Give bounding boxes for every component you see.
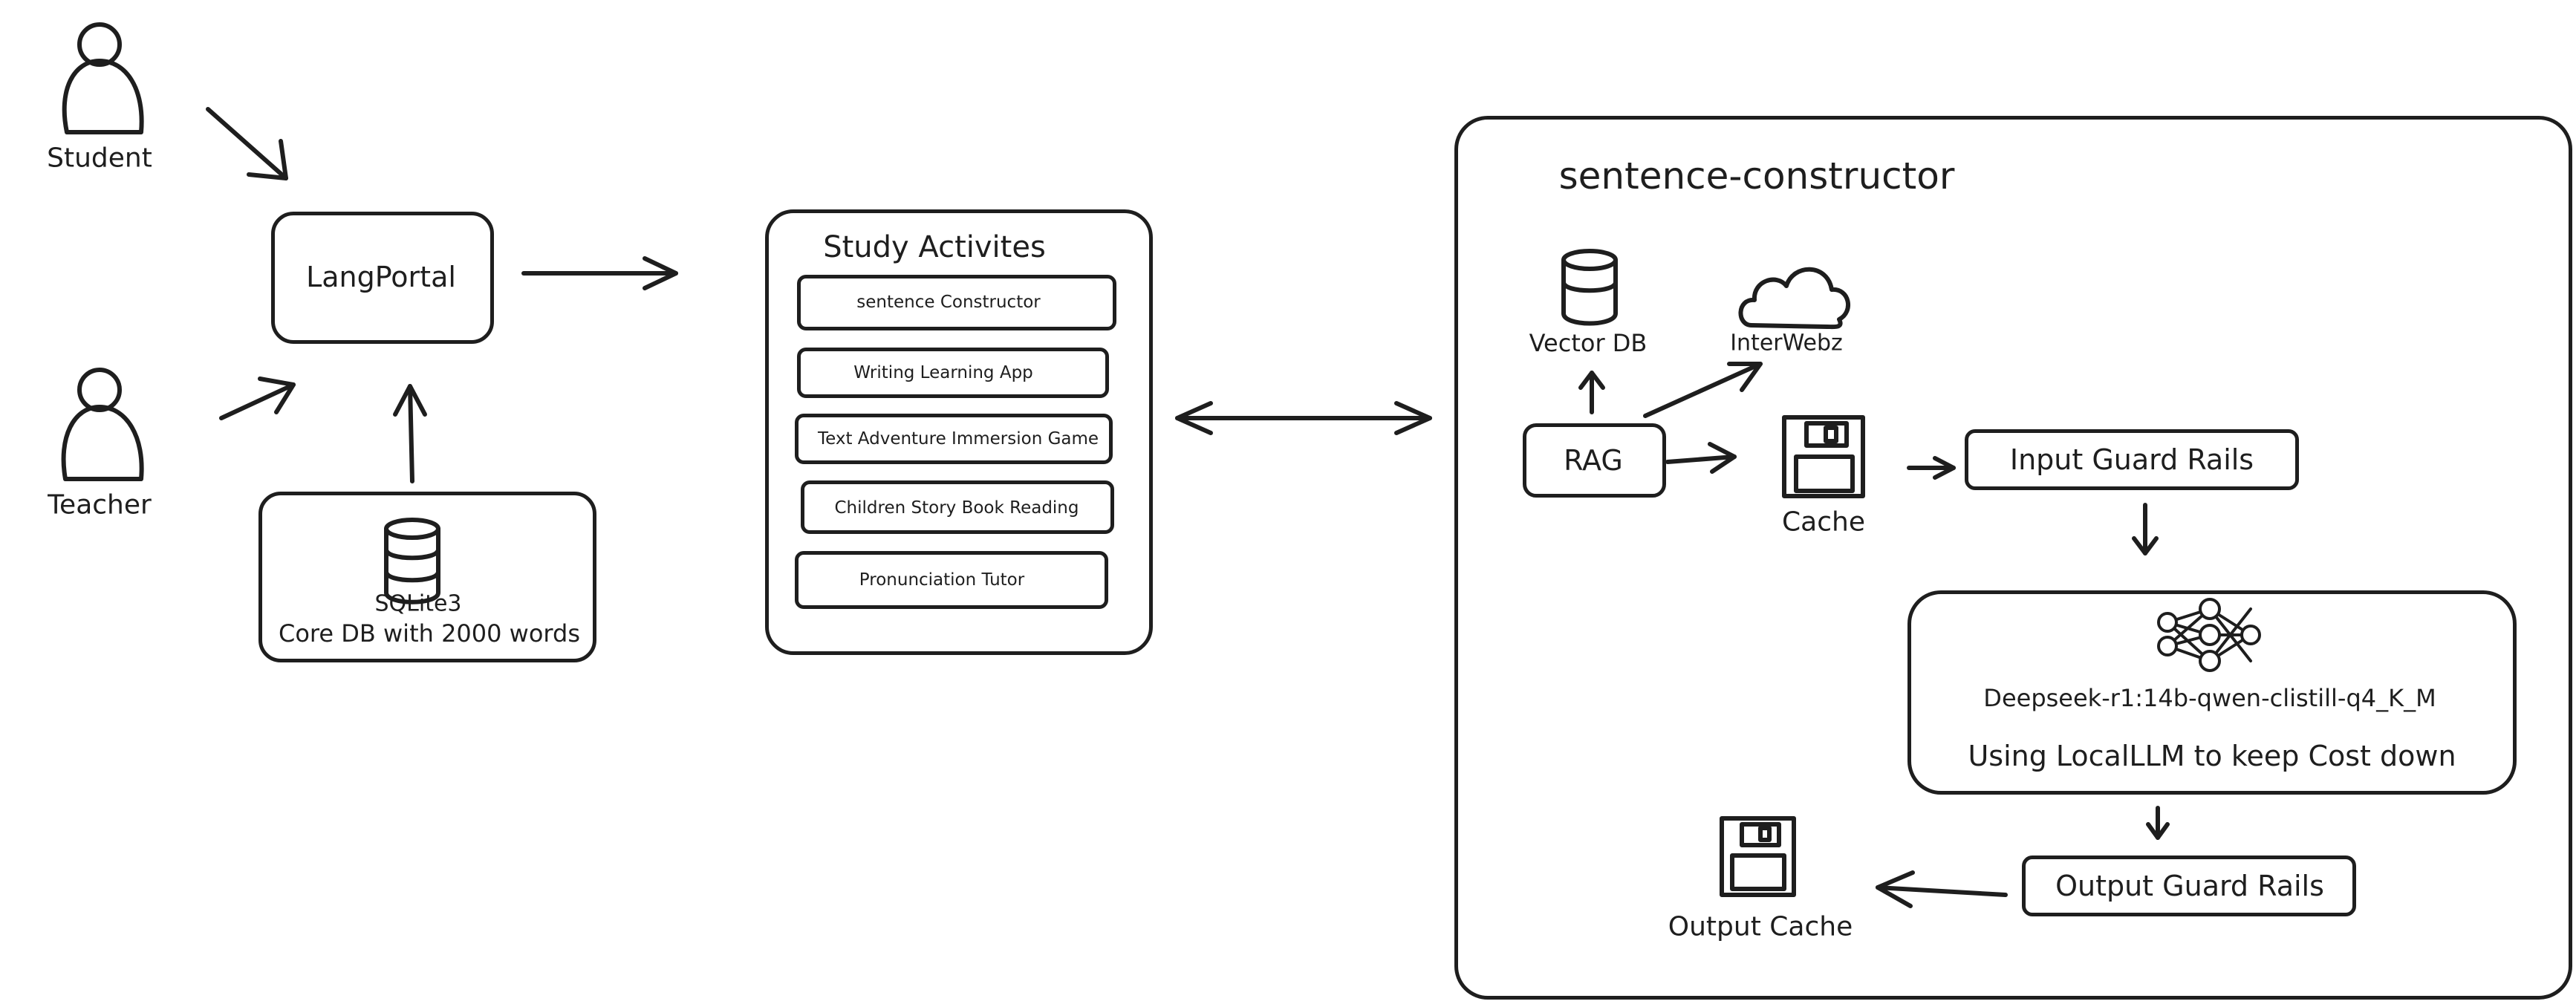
rag-box[interactable] (1523, 423, 1666, 498)
input-guard-rails-box[interactable] (1965, 429, 2299, 490)
student-actor-icon (62, 22, 144, 134)
rag-to-vectordb-arrow (1578, 371, 1605, 414)
activity-item-box[interactable] (795, 414, 1113, 464)
sentence-constructor-title: sentence-constructor (1558, 154, 1955, 198)
activity-item-box[interactable] (801, 480, 1114, 534)
student-label: Student (47, 143, 152, 174)
rag-to-cache-arrow (1665, 442, 1737, 474)
output-cache-label: Output Cache (1668, 911, 1853, 942)
activity-item-box[interactable] (795, 551, 1108, 609)
student-to-langportal-arrow (206, 107, 288, 180)
vector-db-icon (1561, 249, 1618, 326)
rag-label: RAG (1564, 444, 1623, 477)
output-guard-to-output-cache-arrow (1876, 870, 2008, 908)
activity-item-label: Writing Learning App (853, 363, 1033, 382)
sentence-constructor-container (1454, 116, 2572, 1000)
output-guard-label: Output Guard Rails (2055, 870, 2324, 902)
activity-item-label: Children Story Book Reading (834, 498, 1079, 518)
neural-network-icon (2157, 598, 2261, 672)
activity-item-box[interactable] (797, 275, 1116, 330)
vector-db-label: Vector DB (1529, 329, 1648, 357)
interwebz-label: InterWebz (1730, 330, 1843, 356)
activities-sentence-constructor-arrow (1175, 401, 1432, 435)
sqlite-label: SQLite3 (374, 590, 462, 617)
llm-box (1907, 590, 2517, 795)
cache-floppy-icon (1782, 415, 1865, 498)
core-db-box (258, 492, 596, 662)
teacher-to-langportal-arrow (219, 377, 296, 420)
sqlite-database-icon (384, 518, 440, 604)
llm-to-output-guard-arrow (2146, 806, 2170, 840)
cache-label: Cache (1782, 506, 1865, 538)
study-activities-title: Study Activites (823, 230, 1046, 264)
coredb-to-langportal-arrow (393, 384, 427, 483)
langportal-to-activities-arrow (521, 256, 678, 290)
langportal-box[interactable] (271, 212, 494, 344)
langportal-label: LangPortal (306, 261, 456, 293)
input-guard-to-llm-arrow (2132, 503, 2159, 555)
teacher-actor-icon (61, 368, 144, 481)
cloud-icon (1738, 267, 1850, 330)
activity-item-label: Text Adventure Immersion Game (817, 429, 1099, 449)
study-activities-box (765, 209, 1153, 655)
rag-to-interwebz-arrow (1643, 362, 1763, 418)
output-cache-floppy-icon (1720, 816, 1796, 897)
activity-item-label: Pronunciation Tutor (859, 570, 1025, 590)
llm-note-label: Using LocalLLM to keep Cost down (1968, 740, 2456, 772)
activity-item-label: sentence Constructor (856, 293, 1041, 312)
teacher-label: Teacher (48, 489, 152, 521)
cache-to-input-guard-arrow (1907, 456, 1956, 480)
llm-model-label: Deepseek-r1:14b-qwen-clistill-q4_K_M (1983, 684, 2436, 712)
output-guard-rails-box[interactable] (2022, 856, 2356, 916)
core-db-description: Core DB with 2000 words (279, 619, 580, 648)
input-guard-label: Input Guard Rails (2009, 443, 2254, 476)
activity-item-box[interactable] (797, 348, 1109, 398)
